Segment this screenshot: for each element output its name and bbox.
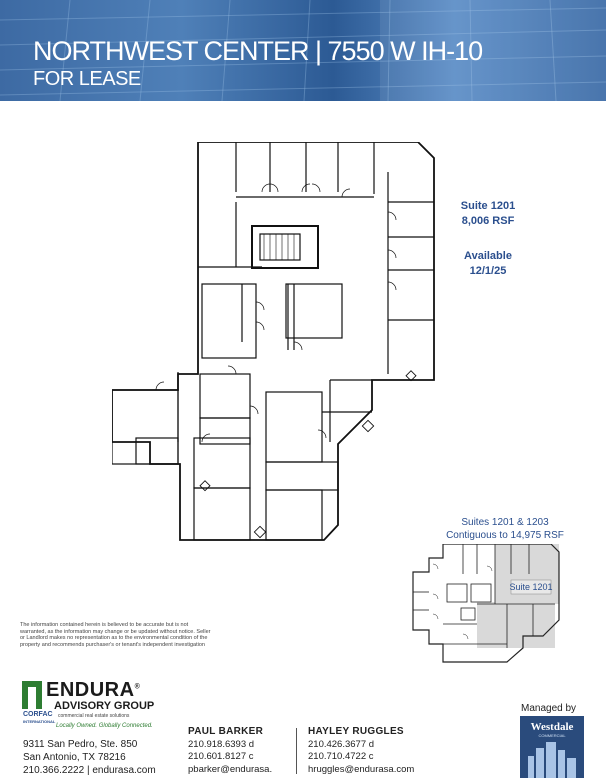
suite-size: 8,006 RSF <box>461 215 515 227</box>
suite-name: Suite 1201 <box>460 200 516 212</box>
contact-email[interactable]: pbarker@endurasa. <box>188 763 273 775</box>
company-address: 9311 San Pedro, Ste. 850 San Antonio, TX… <box>23 738 156 777</box>
suite-info: Suite 1201 8,006 RSF Available 12/1/25 <box>440 199 536 279</box>
endura-brand: ENDURA® <box>46 679 141 701</box>
disclaimer-text: The information contained herein is beli… <box>20 622 211 648</box>
contact-phone-cell: 210.601.8127 c <box>188 751 254 762</box>
contact-phone-direct: 210.918.6393 d <box>188 738 255 750</box>
page-title: NORTHWEST CENTER | 7550 W IH-10 <box>33 36 483 66</box>
page-subtitle: FOR LEASE <box>33 68 141 90</box>
skyline-icon <box>528 742 576 778</box>
keyplan-suite-label: Suite 1201 <box>509 582 552 592</box>
contact-card: HAYLEY RUGGLES 210.426.3677 d 210.710.47… <box>308 726 414 776</box>
availability-label: Available <box>464 250 512 262</box>
address-line1: 9311 San Pedro, Ste. 850 <box>23 739 138 750</box>
floor-plan <box>112 142 435 541</box>
keyplan-caption-line2: Contiguous to 14,975 RSF <box>446 530 564 541</box>
endura-solutions: commercial real estate solutions <box>58 713 130 719</box>
endura-group: ADVISORY GROUP <box>54 700 155 712</box>
contact-card: PAUL BARKER 210.918.6393 d 210.601.8127 … <box>188 726 272 776</box>
header-banner: NORTHWEST CENTER | 7550 W IH-10 FOR LEAS… <box>0 0 606 101</box>
availability-date: 12/1/25 <box>469 265 507 277</box>
westdale-sub: COMMERCIAL <box>538 733 566 738</box>
contact-divider <box>296 728 297 774</box>
phone-web: 210.366.2222 | endurasa.com <box>23 765 156 776</box>
keyplan-caption-line1: Suites 1201 & 1203 <box>461 517 549 528</box>
keyplan-map: Suite 1201 <box>412 544 560 663</box>
contact-phone-direct: 210.426.3677 d <box>308 738 375 750</box>
managed-by-label: Managed by <box>521 703 577 714</box>
contact-phone-cell: 210.710.4722 c <box>308 751 374 762</box>
contact-name: PAUL BARKER <box>188 726 264 737</box>
westdale-logo: Westdale COMMERCIAL <box>520 716 584 778</box>
westdale-brand: Westdale <box>531 721 574 733</box>
endura-tagline: Locally Owned. Globally Connected. <box>56 723 153 729</box>
endura-mark-icon <box>22 681 42 709</box>
contact-name: HAYLEY RUGGLES <box>308 726 404 737</box>
building-facade-image <box>0 0 606 101</box>
keyplan-caption: Suites 1201 & 1203 Contiguous to 14,975 … <box>430 516 580 542</box>
contact-email[interactable]: hruggles@endurasa.com <box>308 763 415 775</box>
address-line2: San Antonio, TX 78216 <box>23 752 126 763</box>
